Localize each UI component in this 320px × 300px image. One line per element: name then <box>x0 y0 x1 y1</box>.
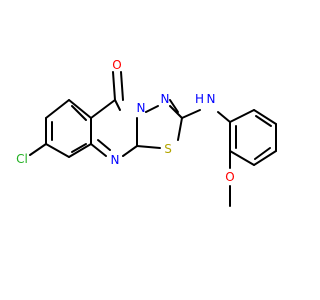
bond <box>145 105 159 113</box>
bond <box>229 150 255 166</box>
bond <box>97 139 111 151</box>
bond <box>90 143 107 157</box>
nitrogen-amine-label: N <box>207 92 216 106</box>
oxygen-methoxy-label: O <box>225 170 234 184</box>
hydrogen-amine-label: H <box>195 92 204 106</box>
bond <box>217 111 231 123</box>
bond <box>253 109 277 125</box>
bond <box>90 99 116 119</box>
structure-diagram: O N N N H N S Cl O <box>16 58 277 207</box>
bond <box>169 105 183 119</box>
bond <box>114 99 121 111</box>
bond <box>254 147 271 160</box>
nitrogen-pyrimidine-label: N <box>111 153 120 167</box>
bond <box>71 143 87 153</box>
bond <box>229 109 255 123</box>
bond <box>112 71 116 101</box>
bonds <box>29 71 277 207</box>
chlorine-label: Cl <box>16 152 28 166</box>
bond <box>120 71 124 101</box>
nitrogen-ring-bridge-label: N <box>137 101 146 115</box>
sulfur-label: S <box>164 142 172 156</box>
bond <box>169 99 179 113</box>
bond <box>29 143 47 156</box>
molecule-canvas: O N N N H N S Cl O <box>16 58 277 207</box>
bond <box>68 143 92 158</box>
bond <box>45 99 70 119</box>
oxygen-carbonyl-label: O <box>112 58 121 72</box>
bond <box>181 109 201 119</box>
bond <box>68 99 92 119</box>
atom-labels: O N N N H N S Cl O <box>16 58 235 184</box>
bond <box>122 145 138 157</box>
bond <box>177 117 183 141</box>
bond <box>253 150 277 166</box>
nitrogen-thiadiazole-label: N <box>161 92 170 106</box>
bond <box>136 145 161 149</box>
bond <box>71 105 87 121</box>
bond <box>45 143 70 158</box>
bond <box>255 115 272 127</box>
